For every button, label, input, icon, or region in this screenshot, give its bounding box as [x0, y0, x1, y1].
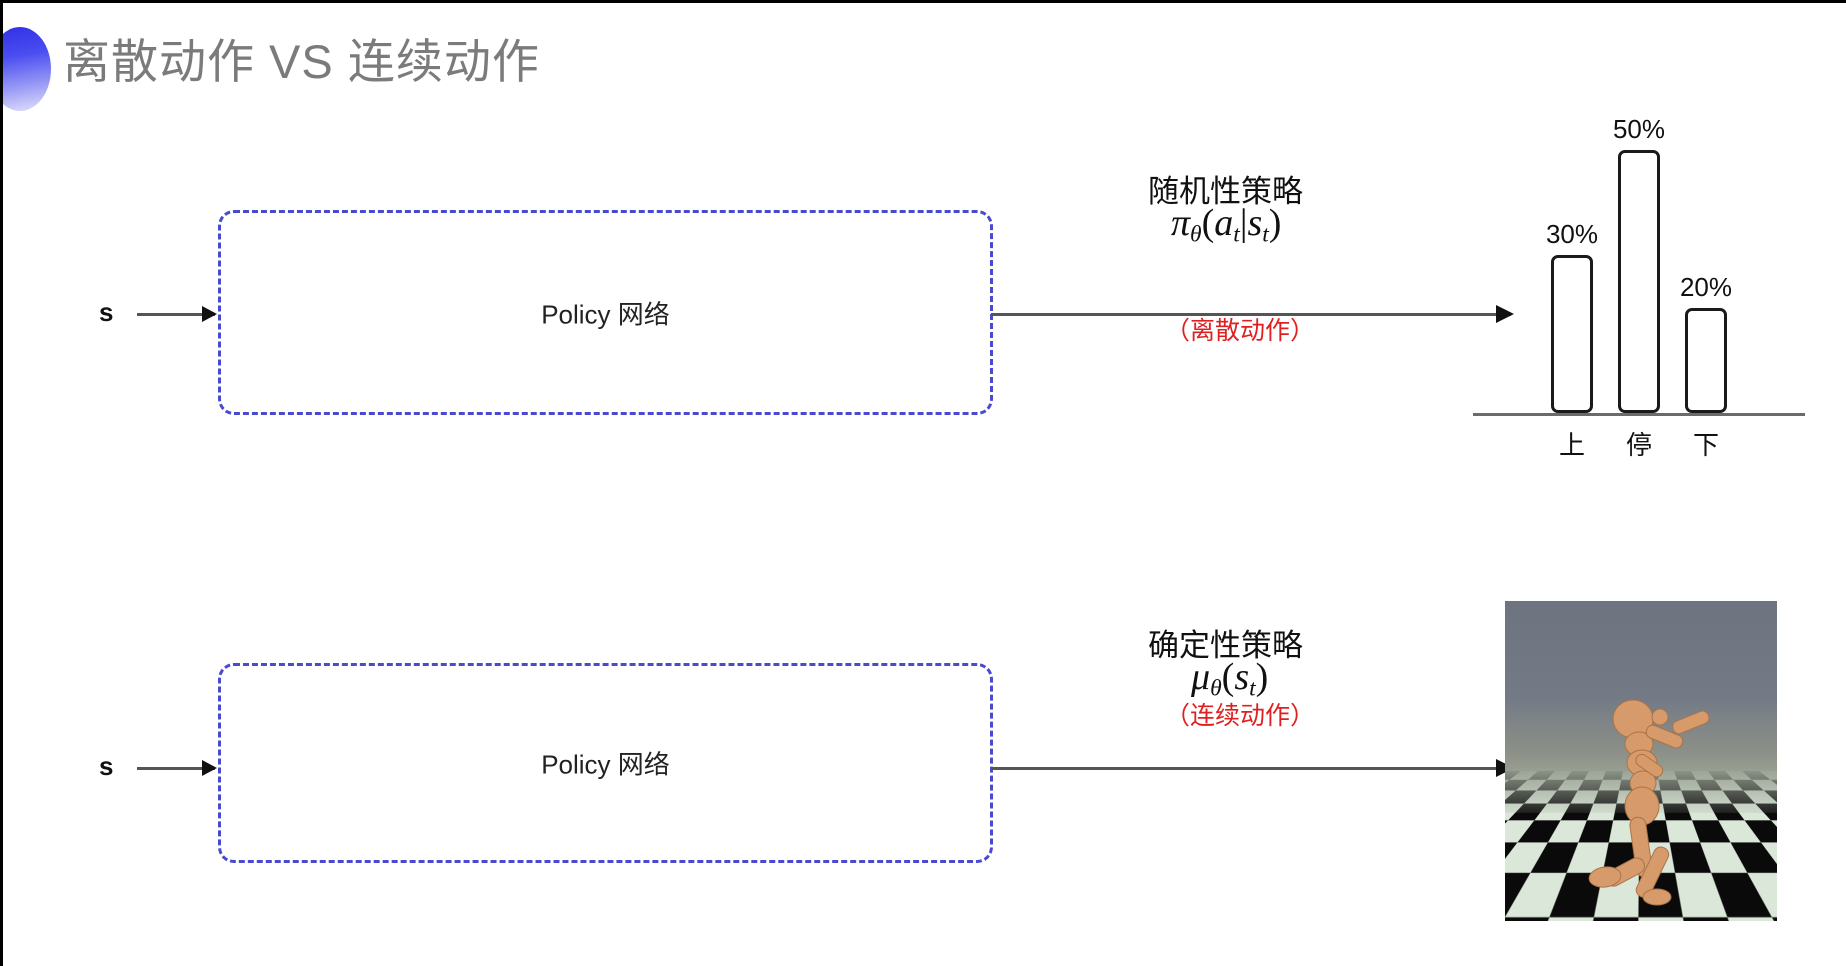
bar-value-label-下: 20%	[1669, 272, 1743, 303]
bar-category-label-下: 下	[1669, 425, 1743, 462]
title-decoration-icon	[0, 27, 51, 111]
policy-network-label-continuous: Policy 网络	[221, 745, 990, 782]
bar-上	[1551, 255, 1593, 413]
formula-theta: θ	[1190, 222, 1202, 248]
chart-axis-baseline	[1473, 413, 1805, 416]
bar-停	[1618, 150, 1660, 413]
formula-s-2: s	[1234, 656, 1249, 698]
continuous-action-note: （连续动作）	[1165, 696, 1315, 732]
input-arrow-discrete	[137, 313, 215, 316]
state-input-label-continuous: s	[99, 751, 113, 782]
discrete-action-note: （离散动作）	[1165, 311, 1315, 347]
discrete-action-bar-chart: 30%上50%停20%下	[1473, 98, 1846, 398]
state-input-label-discrete: s	[99, 297, 113, 328]
formula-mu: μ	[1191, 656, 1210, 698]
formula-close-paren: )	[1269, 202, 1282, 244]
stochastic-policy-formula: πθ(at|st)	[1171, 201, 1281, 249]
policy-network-box-discrete[interactable]: Policy 网络	[218, 210, 993, 415]
bar-category-label-停: 停	[1602, 425, 1676, 462]
page-title: 离散动作 VS 连续动作	[63, 29, 540, 95]
formula-a: a	[1214, 202, 1233, 244]
bar-value-label-上: 30%	[1535, 219, 1609, 250]
formula-open-paren-2: (	[1222, 656, 1235, 698]
formula-pi: π	[1171, 202, 1190, 244]
policy-network-box-continuous[interactable]: Policy 网络	[218, 663, 993, 863]
policy-network-label-discrete: Policy 网络	[221, 294, 990, 331]
humanoid-figure-icon	[1505, 601, 1777, 921]
bar-value-label-停: 50%	[1602, 114, 1676, 145]
humanoid-simulation-image	[1505, 601, 1777, 921]
bar-category-label-上: 上	[1535, 425, 1609, 462]
formula-close-paren-2: )	[1256, 656, 1269, 698]
output-arrow-continuous	[991, 767, 1511, 770]
formula-open-paren: (	[1202, 202, 1215, 244]
bar-下	[1685, 308, 1727, 413]
input-arrow-continuous	[137, 767, 215, 770]
formula-s: s	[1247, 202, 1262, 244]
